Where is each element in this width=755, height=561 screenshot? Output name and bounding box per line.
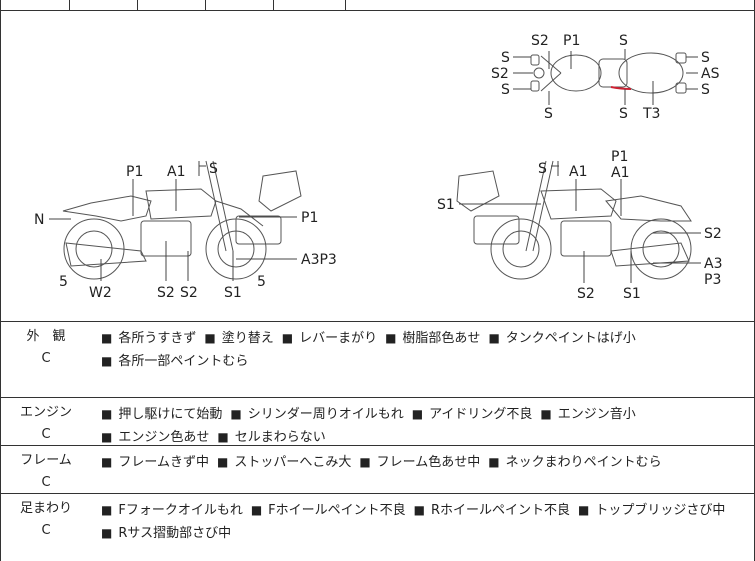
damage-label: P1 bbox=[563, 33, 580, 49]
condition-item: Rサス摺動部さび中 bbox=[93, 526, 231, 541]
condition-item: 樹脂部色あせ bbox=[377, 331, 480, 346]
row-description: FフォークオイルもれFホイールペイント不良Rホイールペイント不良トップブリッジさ… bbox=[93, 499, 748, 545]
damage-label: S1 bbox=[224, 285, 242, 301]
damage-label: S2 bbox=[531, 33, 549, 49]
row-category: 足まわり C bbox=[1, 498, 91, 542]
condition-item: トップブリッジさび中 bbox=[570, 503, 725, 518]
damage-label: P1 bbox=[611, 149, 628, 165]
row-category: 外 観 C bbox=[1, 326, 91, 370]
header-strip bbox=[1, 0, 754, 11]
damage-label: S bbox=[544, 106, 553, 122]
condition-item: Fホイールペイント不良 bbox=[243, 503, 406, 518]
condition-item: セルまわらない bbox=[209, 430, 325, 445]
category-name: 足まわり bbox=[19, 501, 72, 516]
damage-label: S2 bbox=[577, 286, 595, 302]
damage-label: S2 bbox=[157, 285, 175, 301]
condition-item: シリンダー周りオイルもれ bbox=[222, 407, 403, 422]
row-category: エンジン C bbox=[1, 402, 91, 446]
condition-item: ネックまわりペイントむら bbox=[480, 455, 661, 470]
condition-row-frame: フレーム C フレームきず中ストッパーへこみ大フレーム色あせ中ネックまわりペイン… bbox=[1, 446, 754, 494]
condition-item: アイドリング不良 bbox=[404, 407, 533, 422]
damage-label: S bbox=[209, 161, 218, 177]
damage-label: A1 bbox=[611, 165, 629, 181]
damage-label: S1 bbox=[623, 286, 641, 302]
condition-item: 各所一部ペイントむら bbox=[93, 354, 248, 369]
damage-label: P3 bbox=[704, 272, 721, 288]
condition-item: タンクペイントはげ小 bbox=[480, 331, 635, 346]
damage-label: S2 bbox=[704, 226, 722, 242]
header-cell bbox=[273, 0, 346, 10]
damage-label: A1 bbox=[569, 164, 587, 180]
condition-item: Fフォークオイルもれ bbox=[93, 503, 243, 518]
row-category: フレーム C bbox=[1, 450, 91, 494]
damage-label: S bbox=[501, 50, 510, 66]
condition-item: ストッパーへこみ大 bbox=[209, 455, 351, 470]
condition-row-engine: エンジン C 押し駆けにて始動シリンダー周りオイルもれアイドリング不良エンジン音… bbox=[1, 398, 754, 446]
damage-label: S bbox=[538, 161, 547, 177]
right-view-leader-lines bbox=[459, 161, 701, 283]
damage-label: S bbox=[701, 82, 710, 98]
row-description: 押し駆けにて始動シリンダー周りオイルもれアイドリング不良エンジン音小エンジン色あ… bbox=[93, 403, 748, 449]
header-cell bbox=[69, 0, 138, 10]
damage-diagram: S2 P1 S S S S2 S AS S S S T3 bbox=[1, 11, 754, 322]
damage-label: A3 bbox=[704, 256, 722, 272]
damage-label: A3P3 bbox=[301, 252, 337, 268]
right-view-labels: P1 A1 S A1 S1 S2 A3 P3 S2 S1 bbox=[437, 149, 722, 302]
category-grade: C bbox=[41, 351, 51, 366]
condition-item: エンジン音小 bbox=[532, 407, 635, 422]
condition-rows: 外 観 C 各所うすきず塗り替えレバーまがり樹脂部色あせタンクペイントはげ小各所… bbox=[1, 322, 754, 561]
category-name: フレーム bbox=[20, 453, 72, 468]
condition-item: フレーム色あせ中 bbox=[351, 455, 480, 470]
motorcycle-diagram-svg: S2 P1 S S S S2 S AS S S S T3 bbox=[34, 33, 722, 302]
damage-label: S bbox=[701, 50, 710, 66]
category-name: エンジン bbox=[19, 405, 72, 420]
damage-label: S2 bbox=[180, 285, 198, 301]
header-cell bbox=[205, 0, 274, 10]
damage-label: 5 bbox=[257, 274, 266, 290]
left-view-leader-lines bbox=[49, 161, 297, 281]
damage-label: T3 bbox=[642, 106, 660, 122]
damage-label: P1 bbox=[301, 210, 318, 226]
right-view-motorcycle bbox=[456, 160, 692, 280]
left-view-motorcycle bbox=[62, 160, 302, 280]
row-description: 各所うすきず塗り替えレバーまがり樹脂部色あせタンクペイントはげ小各所一部ペイント… bbox=[93, 327, 748, 373]
header-cell bbox=[1, 0, 70, 10]
condition-item: 各所うすきず bbox=[93, 331, 196, 346]
damage-label: S2 bbox=[491, 66, 509, 82]
condition-item: エンジン色あせ bbox=[93, 430, 209, 445]
top-view-leader-lines bbox=[513, 49, 698, 105]
condition-item: Rホイールペイント不良 bbox=[406, 503, 570, 518]
damage-label: S bbox=[501, 82, 510, 98]
damage-label: 5 bbox=[59, 274, 68, 290]
header-cell bbox=[137, 0, 206, 10]
condition-item: 塗り替え bbox=[196, 331, 273, 346]
condition-item: フレームきず中 bbox=[93, 455, 209, 470]
category-name: 外 観 bbox=[26, 329, 66, 344]
top-view-motorcycle bbox=[530, 52, 687, 94]
damage-label: AS bbox=[701, 66, 720, 82]
damage-label: A1 bbox=[167, 164, 185, 180]
damage-label: P1 bbox=[126, 164, 143, 180]
category-grade: C bbox=[41, 475, 51, 490]
category-grade: C bbox=[41, 523, 51, 538]
damage-label: S1 bbox=[437, 197, 455, 213]
left-view-labels: P1 A1 S N P1 A3P3 5 W2 S2 S2 S1 5 bbox=[34, 161, 337, 301]
category-grade: C bbox=[41, 427, 51, 442]
damage-label: S bbox=[619, 33, 628, 49]
damage-label: N bbox=[34, 212, 44, 228]
condition-item: 押し駆けにて始動 bbox=[93, 407, 222, 422]
row-description: フレームきず中ストッパーへこみ大フレーム色あせ中ネックまわりペイントむら bbox=[93, 451, 748, 474]
damage-label: S bbox=[619, 106, 628, 122]
condition-row-suspension: 足まわり C FフォークオイルもれFホイールペイント不良Rホイールペイント不良ト… bbox=[1, 494, 754, 561]
damage-label: W2 bbox=[89, 285, 112, 301]
top-view-labels: S2 P1 S S S S2 S AS S S S T3 bbox=[491, 33, 720, 122]
condition-item: レバーまがり bbox=[274, 331, 377, 346]
condition-row-exterior: 外 観 C 各所うすきず塗り替えレバーまがり樹脂部色あせタンクペイントはげ小各所… bbox=[1, 322, 754, 398]
